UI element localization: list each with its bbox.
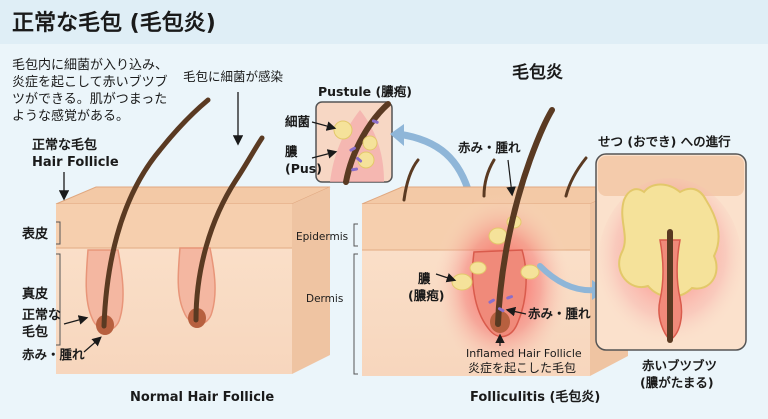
normal-hair-1 <box>101 97 211 329</box>
pustule-pus-label-1: 膿 <box>285 144 298 159</box>
pus-label-1: 膿 <box>418 271 431 286</box>
normal-epidermis-layer <box>56 204 292 248</box>
boil-progress-arrow <box>537 263 599 294</box>
left-redness-label: 赤み・腫れ <box>22 347 85 362</box>
inflamed-label-ja: 炎症を起こした毛包 <box>468 360 576 375</box>
dermis-label-en: Dermis <box>306 293 343 305</box>
normal-skin-block <box>55 97 331 374</box>
inflamed-label-en: Inflamed Hair Follicle <box>466 347 582 360</box>
redness-top-label: 赤み・腫れ <box>458 140 521 155</box>
page-title: 正常な毛包 (毛包炎) <box>12 10 216 36</box>
inflamed-hair <box>495 107 555 327</box>
bacteria-enter-label: 毛包に細菌が感染 <box>183 69 284 84</box>
pustule-pus-label-2: (Pus) <box>285 161 322 176</box>
boil-inset <box>595 153 747 351</box>
intro-line-3: ツができる。肌がつまった <box>12 92 167 107</box>
normal-follicle-label-en: Hair Follicle <box>32 155 119 170</box>
boil-title: せつ (おでき) への進行 <box>598 134 731 149</box>
title-band <box>0 0 768 44</box>
normal-caption: Normal Hair Follicle <box>130 390 274 405</box>
follicle-side-label-2: 毛包 <box>22 324 48 340</box>
dermis-label-ja: 真皮 <box>22 286 48 302</box>
redness-bottom-label: 赤み・腫れ <box>528 306 591 321</box>
epidermis-label-ja: 表皮 <box>21 226 48 242</box>
intro-line-2: 炎症を起こして赤いブツブ <box>12 74 168 90</box>
boil-caption-2: (膿がたまる) <box>640 375 714 390</box>
pus-label-2: (膿疱) <box>408 288 444 303</box>
epidermis-label-en: Epidermis <box>296 231 348 243</box>
intro-text: 毛包内に細菌が入り込み、 炎症を起こして赤いブツブ ツができる。肌がつまった よ… <box>12 57 168 124</box>
intro-line-4: ような感覚がある。 <box>12 108 129 124</box>
folliculitis-caption: Folliculitis (毛包炎) <box>470 389 600 405</box>
boil-caption-1: 赤いブツブツ <box>642 358 717 373</box>
pustule-title: Pustule (膿疱) <box>318 84 412 99</box>
follicle-side-label-1: 正常な <box>22 307 61 323</box>
intro-line-1: 毛包内に細菌が入り込み、 <box>12 57 168 73</box>
normal-follicle-label-ja: 正常な毛包 <box>32 137 97 153</box>
folliculitis-heading: 毛包炎 <box>512 62 563 83</box>
pustule-bacteria-label: 細菌 <box>285 114 311 129</box>
normal-skin-surface <box>55 186 331 205</box>
pustule-zoom-arrow <box>394 130 474 200</box>
normal-hair-2 <box>193 135 265 323</box>
normal-skin-side <box>292 187 330 374</box>
